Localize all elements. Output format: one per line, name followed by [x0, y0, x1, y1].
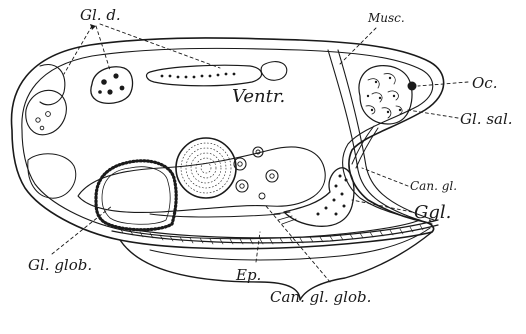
globular-gland — [96, 161, 176, 230]
label-ep: Ep. — [236, 268, 261, 283]
leader-gl-sal — [408, 110, 458, 118]
label-can-gl-glob: Can. gl. glob. — [270, 290, 371, 305]
dorsal-gland-left — [91, 67, 133, 104]
ventricle-wall — [78, 147, 325, 213]
label-gl-sal: Gl. sal. — [460, 112, 513, 127]
label-oc: Oc. — [472, 76, 497, 91]
inner-wall — [22, 48, 433, 238]
salivary-gland — [359, 66, 412, 124]
label-ventr: Ventr. — [232, 88, 285, 106]
leader-can-gl — [362, 168, 408, 186]
label-gl-d: Gl. d. — [80, 8, 121, 23]
leader-ggl — [352, 200, 412, 212]
leader-ep — [256, 232, 260, 262]
label-musc: Musc. — [368, 12, 405, 24]
eye-ocellus — [408, 82, 417, 91]
ganglion — [284, 168, 354, 227]
ventricle-ball — [176, 138, 236, 198]
leader-gl-d-3 — [100, 24, 220, 68]
leader-can-gl-glob — [266, 206, 330, 282]
ventral-inner-fold — [150, 228, 430, 260]
label-can-gl: Can. gl. — [410, 180, 457, 192]
leader-gl-glob — [52, 206, 112, 254]
dorsal-body-small — [261, 62, 287, 81]
label-gl-glob: Gl. glob. — [28, 258, 92, 273]
anterior-cavity — [28, 154, 76, 198]
label-ggl: Ggl. — [414, 204, 451, 222]
leader-gl-d-2 — [96, 26, 110, 70]
muscle-band — [328, 50, 432, 224]
dorsal-gland-right — [147, 65, 262, 86]
